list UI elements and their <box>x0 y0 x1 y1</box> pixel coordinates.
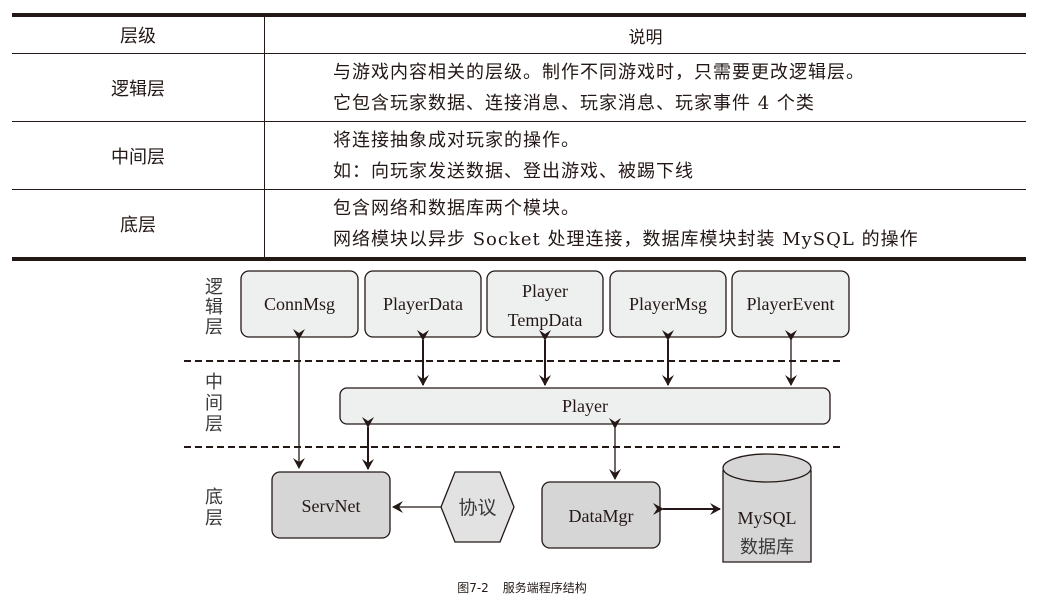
box-datamgr: DataMgr <box>541 481 661 549</box>
layer-description: 与游戏内容相关的层级。制作不同游戏时，只需要更改逻辑层。 它包含玩家数据、连接消… <box>264 53 1026 122</box>
box-player: Player <box>339 387 831 425</box>
box-label: DataMgr <box>569 506 634 526</box>
layer-table: 层级 说明 逻辑层 与游戏内容相关的层级。制作不同游戏时，只需要更改逻辑层。 它… <box>12 13 1026 261</box>
box-playerdata: PlayerData <box>364 270 482 338</box>
description-line: 如：向玩家发送数据、登出游戏、被踢下线 <box>333 160 694 182</box>
header-description: 说明 <box>264 15 1026 54</box>
layer-description: 将连接抽象成对玩家的操作。 如：向玩家发送数据、登出游戏、被踢下线 <box>264 121 1026 190</box>
hexagon-protocol: 协议 <box>440 471 515 543</box>
box-playerevent: PlayerEvent <box>731 270 850 338</box>
layer-description-table: 层级 说明 逻辑层 与游戏内容相关的层级。制作不同游戏时，只需要更改逻辑层。 它… <box>12 13 1026 261</box>
database-mysql: MySQL 数据库 <box>722 453 813 567</box>
side-char: 辑 <box>205 297 223 318</box>
box-label: ServNet <box>302 496 361 516</box>
box-label: PlayerMsg <box>629 294 707 314</box>
logic-layer-label: 逻 辑 层 <box>205 277 223 338</box>
table-row: 逻辑层 与游戏内容相关的层级。制作不同游戏时，只需要更改逻辑层。 它包含玩家数据… <box>12 53 1026 122</box>
box-label: PlayerData <box>383 294 463 314</box>
description-line: 网络模块以异步 Socket 处理连接，数据库模块封装 MySQL 的操作 <box>333 228 919 250</box>
side-char: 间 <box>205 393 223 414</box>
header-layer: 层级 <box>12 15 265 54</box>
box-label: PlayerEvent <box>747 294 835 314</box>
description-line: 与游戏内容相关的层级。制作不同游戏时，只需要更改逻辑层。 <box>333 61 865 83</box>
layer-description: 包含网络和数据库两个模块。 网络模块以异步 Socket 处理连接，数据库模块封… <box>265 190 1027 260</box>
side-char: 底 <box>205 487 223 508</box>
description-line: 将连接抽象成对玩家的操作。 <box>333 129 580 151</box>
table-row: 底层 包含网络和数据库两个模块。 网络模块以异步 Socket 处理连接，数据库… <box>12 189 1027 260</box>
middle-layer-label: 中 间 层 <box>205 372 223 435</box>
table-row: 中间层 将连接抽象成对玩家的操作。 如：向玩家发送数据、登出游戏、被踢下线 <box>12 121 1026 190</box>
box-label: 数据库 <box>740 537 794 558</box>
layer-name: 逻辑层 <box>12 53 265 122</box>
side-char: 中 <box>205 372 223 393</box>
box-label: ConnMsg <box>264 294 335 314</box>
figure-title: 服务端程序结构 <box>502 581 587 595</box>
box-label: 协议 <box>458 497 496 519</box>
layer-name: 底层 <box>12 189 265 259</box>
box-playertempdata: Player TempData <box>486 270 604 338</box>
description-line: 它包含玩家数据、连接消息、玩家消息、玩家事件 4 个类 <box>333 92 815 114</box>
box-label: MySQL <box>737 508 796 528</box>
side-char: 逻 <box>205 277 223 298</box>
side-char: 层 <box>205 317 223 338</box>
description-line: 包含网络和数据库两个模块。 <box>333 197 580 219</box>
figure-caption: 图7-2 服务端程序结构 <box>0 579 1044 596</box>
bottom-layer-label: 底 层 <box>205 487 223 529</box>
box-connmsg: ConnMsg <box>240 270 359 338</box>
box-servnet: ServNet <box>271 471 391 539</box>
box-label: TempData <box>508 310 583 330</box>
layer-name: 中间层 <box>12 121 265 190</box>
box-label: Player <box>522 281 568 301</box>
figure-number: 图7-2 <box>457 581 489 595</box>
side-char: 层 <box>205 508 223 529</box>
side-char: 层 <box>205 414 223 435</box>
box-label: Player <box>562 396 608 416</box>
table-header-row: 层级 说明 <box>12 15 1026 54</box>
box-playermsg: PlayerMsg <box>609 270 727 338</box>
